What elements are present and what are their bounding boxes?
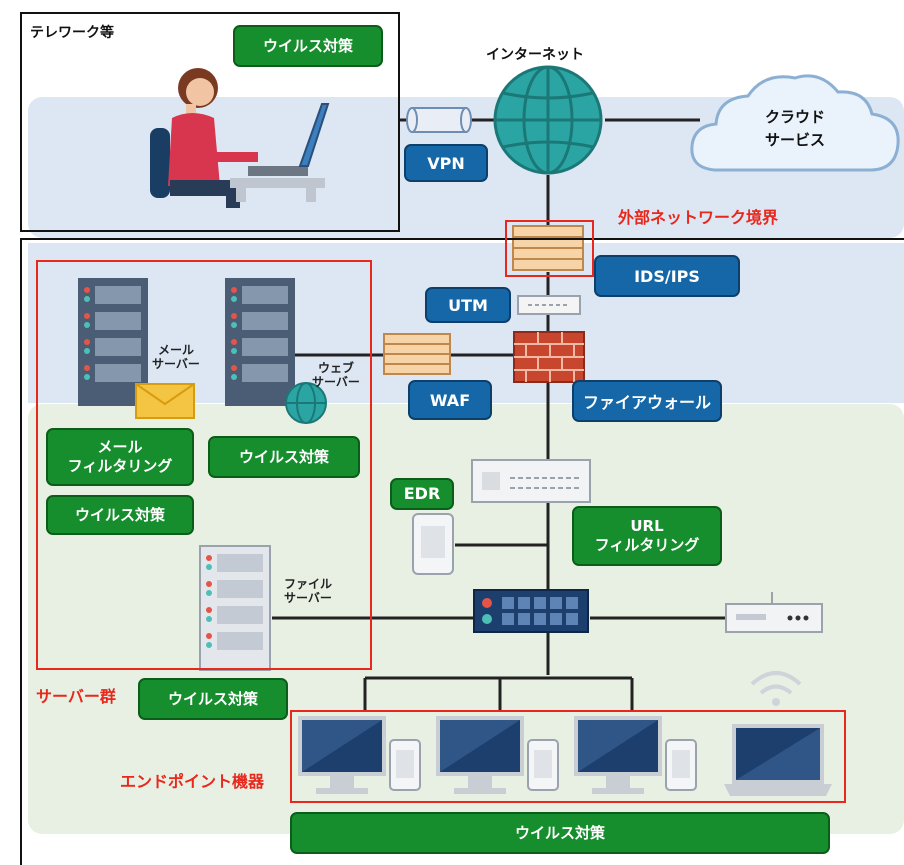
vpn-tunnel-icon: [406, 107, 472, 133]
external-boundary-label: 外部ネットワーク境界: [618, 208, 779, 227]
boundary-highlight-box: [505, 220, 594, 277]
server-group-box: [36, 260, 372, 670]
cloud-icon: [690, 74, 900, 172]
mail-server-label: メール サーバー: [152, 343, 200, 371]
server-group-antivirus-badge: ウイルス対策: [138, 678, 288, 720]
firewall-badge: ファイアウォール: [572, 380, 722, 422]
waf-device-icon: [383, 333, 451, 375]
utm-device-icon: [517, 295, 581, 315]
telework-title: テレワーク等: [30, 25, 114, 41]
telework-frame: [20, 12, 400, 232]
ids-ips-device-icon: [512, 225, 584, 271]
network-switch-icon: [473, 589, 589, 633]
cloud-service-label: クラウド サービス: [764, 108, 825, 149]
mail-filtering-badge: メール フィルタリング: [46, 428, 194, 486]
desktop-pc-3-icon: [574, 716, 662, 794]
router-icon: [725, 592, 823, 633]
smartphone-1-icon: [389, 739, 421, 791]
web-server-icon: [225, 278, 295, 406]
internet-globe-icon: [493, 65, 603, 175]
internet-label: インターネット: [486, 47, 584, 63]
perimeter-band: [28, 243, 904, 403]
desktop-pc-1-icon: [298, 716, 386, 794]
internal-network-frame: [20, 238, 904, 865]
edr-phone-icon: [412, 513, 454, 575]
smartphone-2-icon: [527, 739, 559, 791]
utm-badge: UTM: [425, 287, 511, 323]
firewall-icon: [513, 331, 585, 383]
wifi-icon: [750, 671, 802, 706]
file-server-icon: [199, 545, 271, 671]
ids-ips-badge: IDS/IPS: [594, 255, 740, 297]
edr-badge: EDR: [390, 478, 454, 510]
mail-antivirus-badge: ウイルス対策: [46, 495, 194, 535]
server-group-label: サーバー群: [36, 687, 116, 706]
url-filtering-badge: URL フィルタリング: [572, 506, 722, 566]
envelope-icon: [135, 383, 195, 419]
file-server-label: ファイル サーバー: [283, 577, 332, 605]
endpoint-devices-label: エンドポイント機器: [120, 772, 265, 791]
telework-antivirus-badge: ウイルス対策: [233, 25, 383, 67]
proxy-device-icon: [471, 459, 591, 503]
desktop-pc-2-icon: [436, 716, 524, 794]
endpoint-devices-box: [290, 710, 846, 803]
web-globe-icon: [285, 382, 327, 424]
waf-badge: WAF: [408, 380, 492, 420]
web-server-label: ウェブ サーバー: [312, 361, 360, 389]
smartphone-3-icon: [665, 739, 697, 791]
endpoint-antivirus-badge: ウイルス対策: [290, 812, 830, 854]
vpn-badge: VPN: [404, 144, 488, 182]
teleworker-person-icon: [150, 68, 330, 208]
laptop-icon: [724, 724, 832, 796]
web-antivirus-badge: ウイルス対策: [208, 436, 360, 478]
